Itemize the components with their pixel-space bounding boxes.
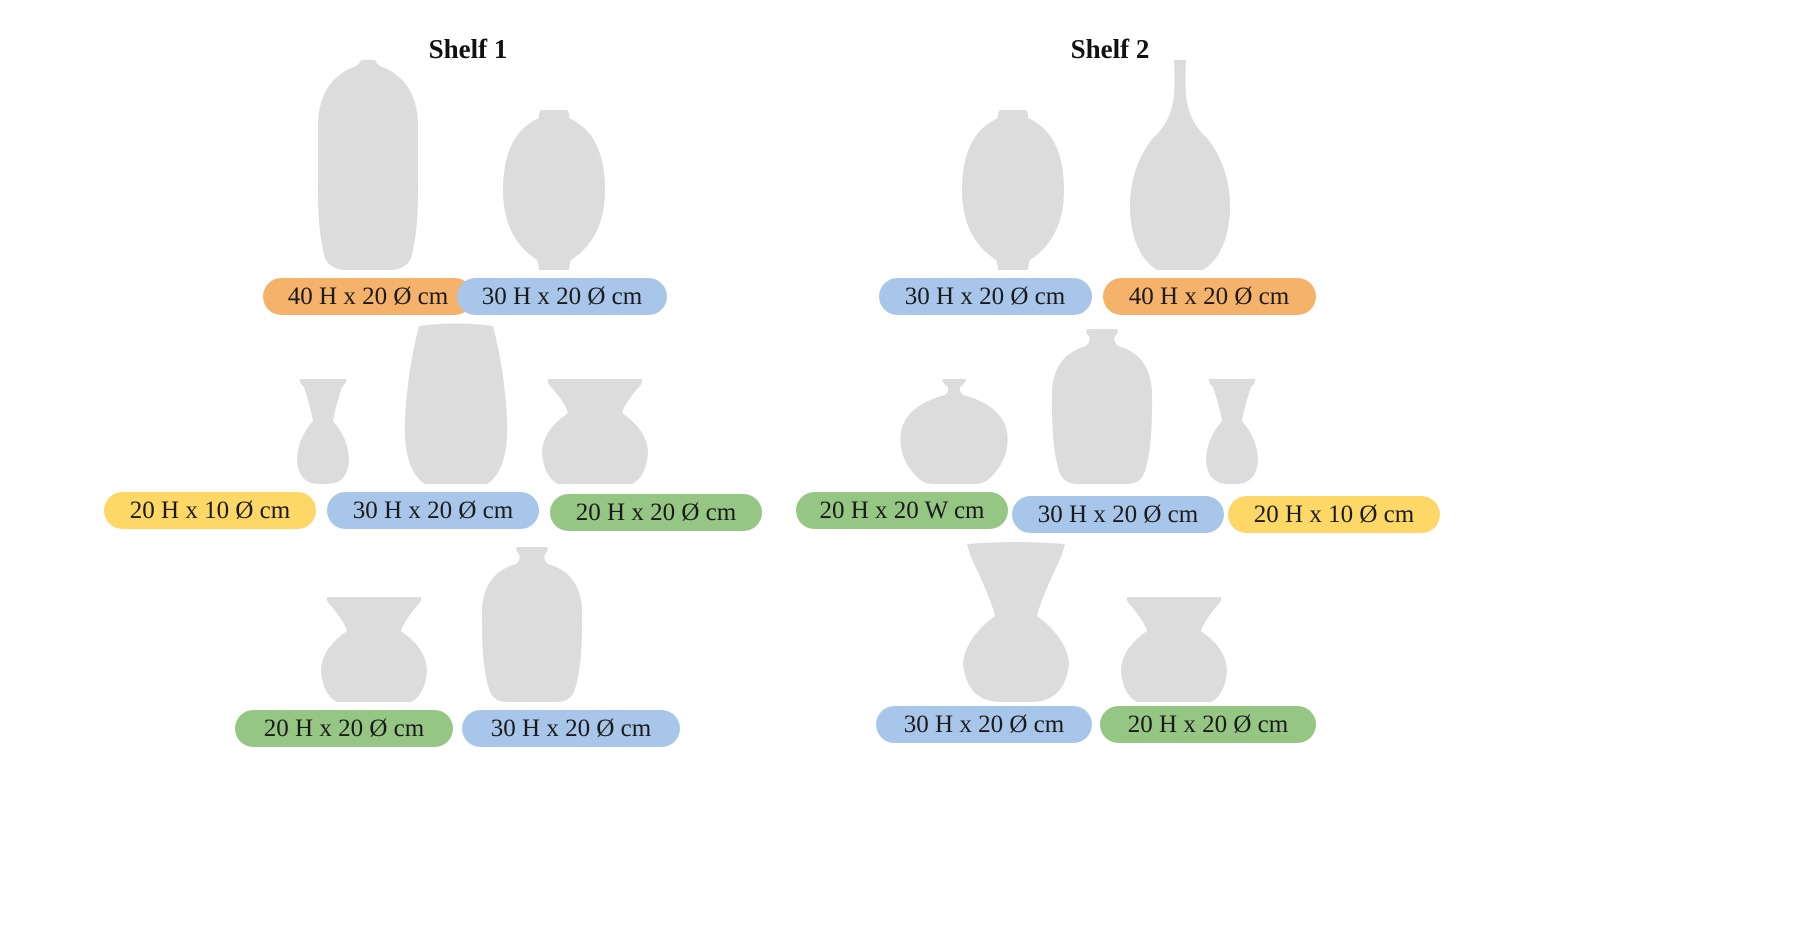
size-label: 20 H x 20 Ø cm (550, 494, 762, 531)
shelf-title: Shelf 1 (428, 34, 508, 64)
small-bud-vase-vase-icon (297, 379, 349, 484)
size-label: 30 H x 20 Ø cm (1012, 496, 1224, 533)
low-pot-vase-icon (542, 379, 648, 484)
size-label: 20 H x 20 W cm (796, 492, 1008, 529)
size-label: 30 H x 20 Ø cm (876, 706, 1092, 743)
shouldered-vase-vase-icon (481, 547, 583, 702)
size-label: 30 H x 20 Ø cm (327, 492, 539, 529)
flared-vase-vase-icon (963, 542, 1069, 702)
shelf-title: Shelf 2 (1070, 34, 1150, 64)
long-neck-bottle-vase-icon (1129, 60, 1231, 270)
squat-bottle-vase-icon (900, 379, 1008, 484)
size-label: 20 H x 10 Ø cm (1228, 496, 1440, 533)
round-jar-vase-icon (962, 110, 1064, 270)
low-pot-vase-icon (321, 597, 427, 702)
size-label: 20 H x 10 Ø cm (104, 492, 316, 529)
size-label: 30 H x 20 Ø cm (462, 710, 680, 747)
wide-urn-vase-icon (404, 323, 508, 484)
tall-bottle-vase-icon (317, 60, 419, 270)
size-label: 40 H x 20 Ø cm (1102, 278, 1316, 315)
size-label: 30 H x 20 Ø cm (457, 278, 667, 315)
shouldered-vase-vase-icon (1051, 329, 1153, 484)
low-pot-vase-icon (1121, 597, 1227, 702)
size-label: 20 H x 20 Ø cm (1100, 706, 1316, 743)
small-bud-vase-vase-icon (1206, 379, 1258, 484)
size-label: 30 H x 20 Ø cm (878, 278, 1092, 315)
size-label: 40 H x 20 Ø cm (263, 278, 473, 315)
size-label: 20 H x 20 Ø cm (235, 710, 453, 747)
round-jar-vase-icon (503, 110, 605, 270)
